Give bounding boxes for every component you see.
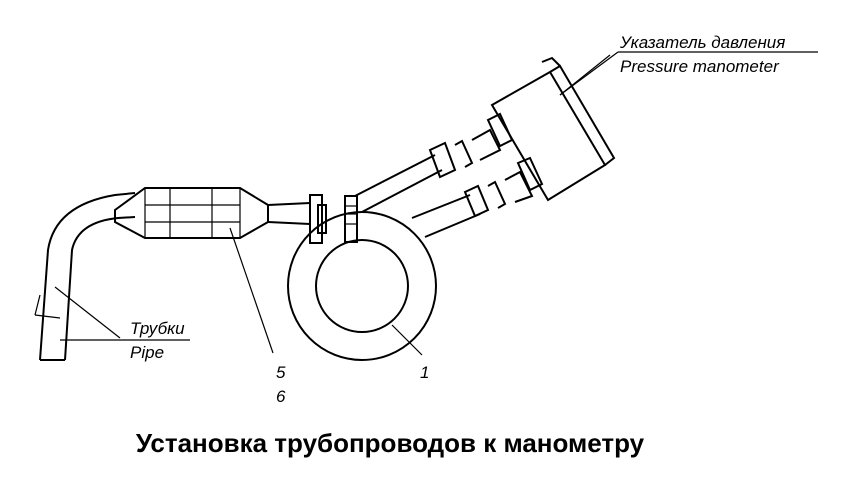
pressure-label-ru: Указатель давления	[619, 33, 785, 52]
leader-lines	[54, 51, 818, 356]
part-number-1: 1	[420, 363, 429, 382]
coil-ring	[287, 211, 437, 361]
part-number-5: 5	[276, 363, 286, 382]
flange-right	[344, 195, 358, 243]
flange-left	[309, 194, 327, 244]
part-number-6: 6	[276, 387, 286, 406]
pressure-label-en: Pressure manometer	[620, 57, 780, 76]
diagram-caption: Установка трубопроводов к манометру	[135, 428, 645, 458]
hose-coupling	[114, 187, 311, 239]
bent-pipe	[34, 192, 136, 361]
pipes-label-ru: Трубки	[130, 319, 185, 338]
lower-tube	[411, 156, 544, 238]
pipes-label-en: Pipe	[130, 343, 164, 362]
upper-tube	[354, 112, 514, 213]
